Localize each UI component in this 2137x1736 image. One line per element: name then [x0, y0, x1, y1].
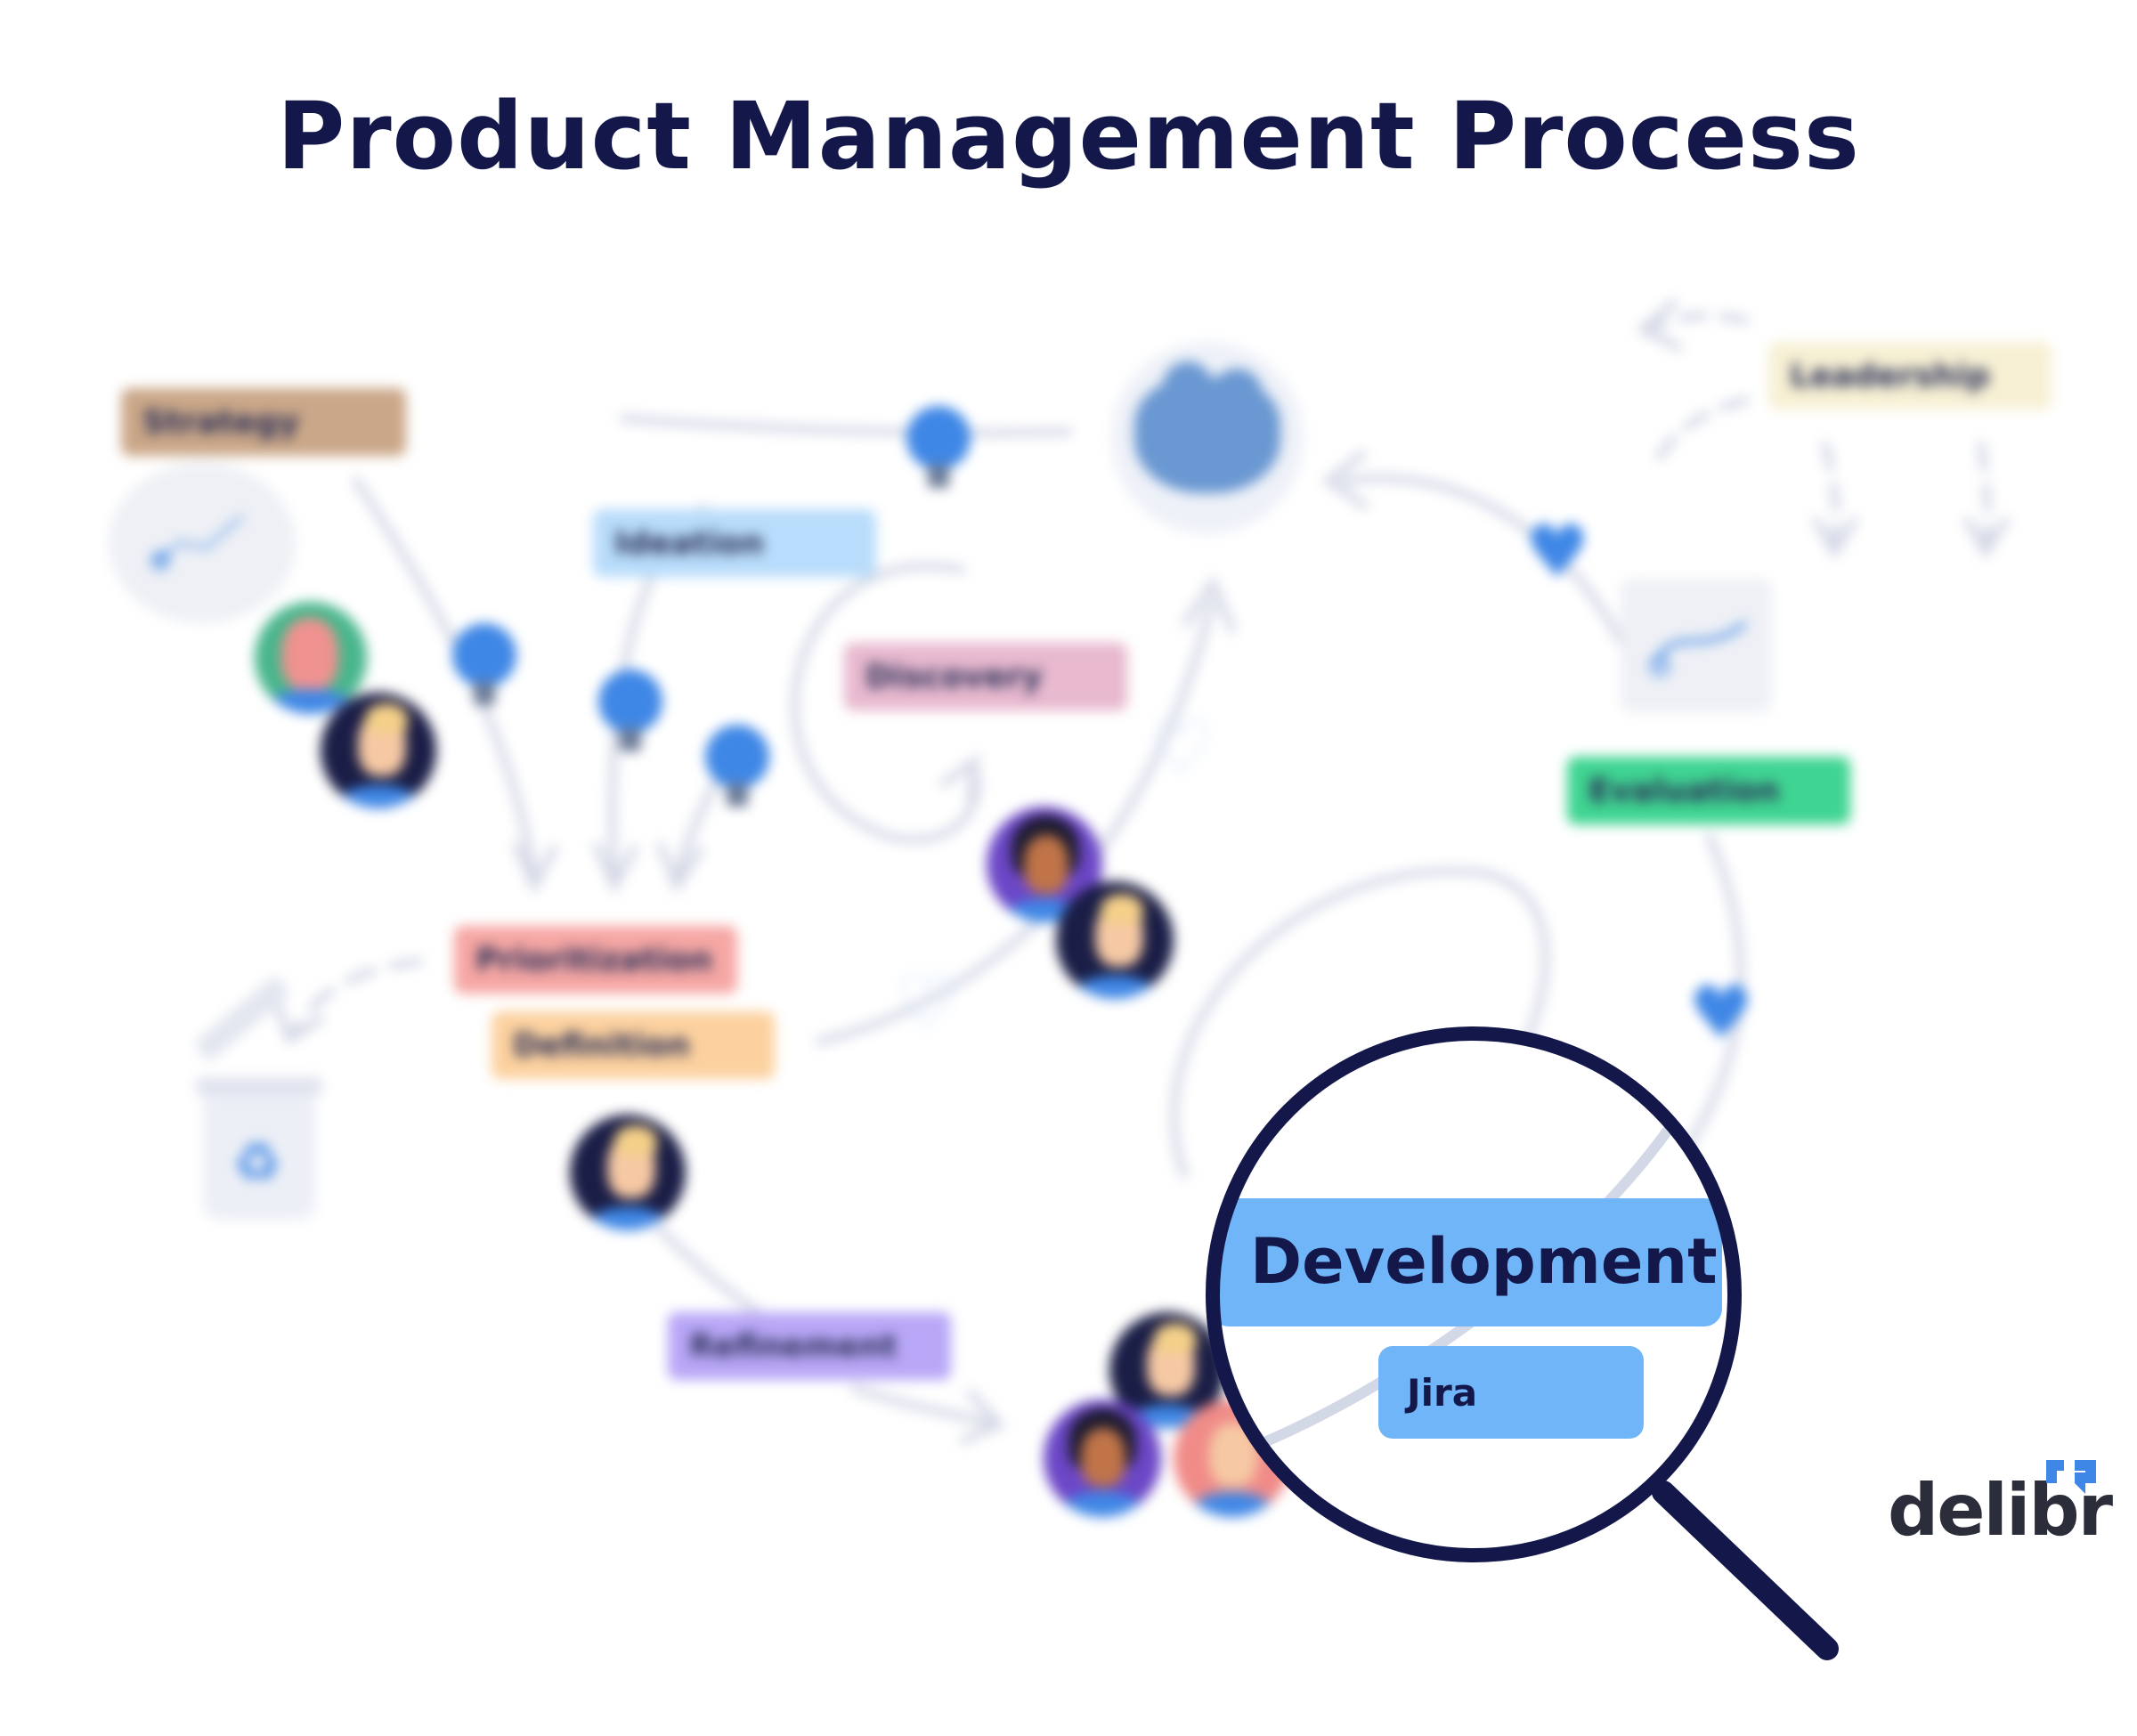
- tag-strategy: Strategy: [121, 388, 406, 456]
- lightbulb-icon: [906, 406, 971, 488]
- chart-card-icon: [109, 463, 296, 623]
- development-tag: [1215, 1198, 1722, 1326]
- tag-ideation: Ideation: [593, 509, 876, 577]
- jira-tag: [1378, 1346, 1644, 1439]
- recycle-bin-icon: ♻: [196, 1077, 322, 1220]
- heart-icon: ♥: [1688, 971, 1754, 1056]
- chart-line: [151, 515, 244, 570]
- heart-outline-icon: ♡: [1149, 706, 1215, 791]
- avatar: [1056, 881, 1174, 999]
- tag-leadership: Leadership: [1768, 342, 2052, 410]
- lightbulb-icon: [705, 725, 769, 807]
- avatar: [321, 693, 436, 808]
- page-title: Product Management Process: [277, 82, 1860, 191]
- tag-definition: Definition: [492, 1011, 775, 1079]
- delibr-logo-icon: [2046, 1460, 2096, 1494]
- heart-outline-icon: ♡: [894, 961, 960, 1045]
- team-icon: [1111, 342, 1304, 534]
- avatar: [987, 807, 1102, 922]
- avatar: [1044, 1399, 1161, 1517]
- development-label: Development: [1250, 1225, 1718, 1298]
- chart-curve: [1650, 621, 1747, 676]
- recycle-symbol: ♻: [233, 1132, 281, 1195]
- tag-discovery: Discovery: [844, 643, 1127, 710]
- tag-refinement: Refinement: [668, 1312, 951, 1380]
- lightbulb-icon: [452, 623, 516, 705]
- chart-card-right-icon: [1621, 579, 1772, 712]
- lightbulb-icon: [598, 669, 662, 751]
- avatar: [570, 1115, 686, 1230]
- heart-icon: ♥: [1524, 510, 1590, 595]
- tag-evaluation: Evaluation: [1567, 757, 1850, 824]
- tag-prioritization: Prioritization: [454, 926, 737, 994]
- jira-label: Jira: [1407, 1371, 1478, 1415]
